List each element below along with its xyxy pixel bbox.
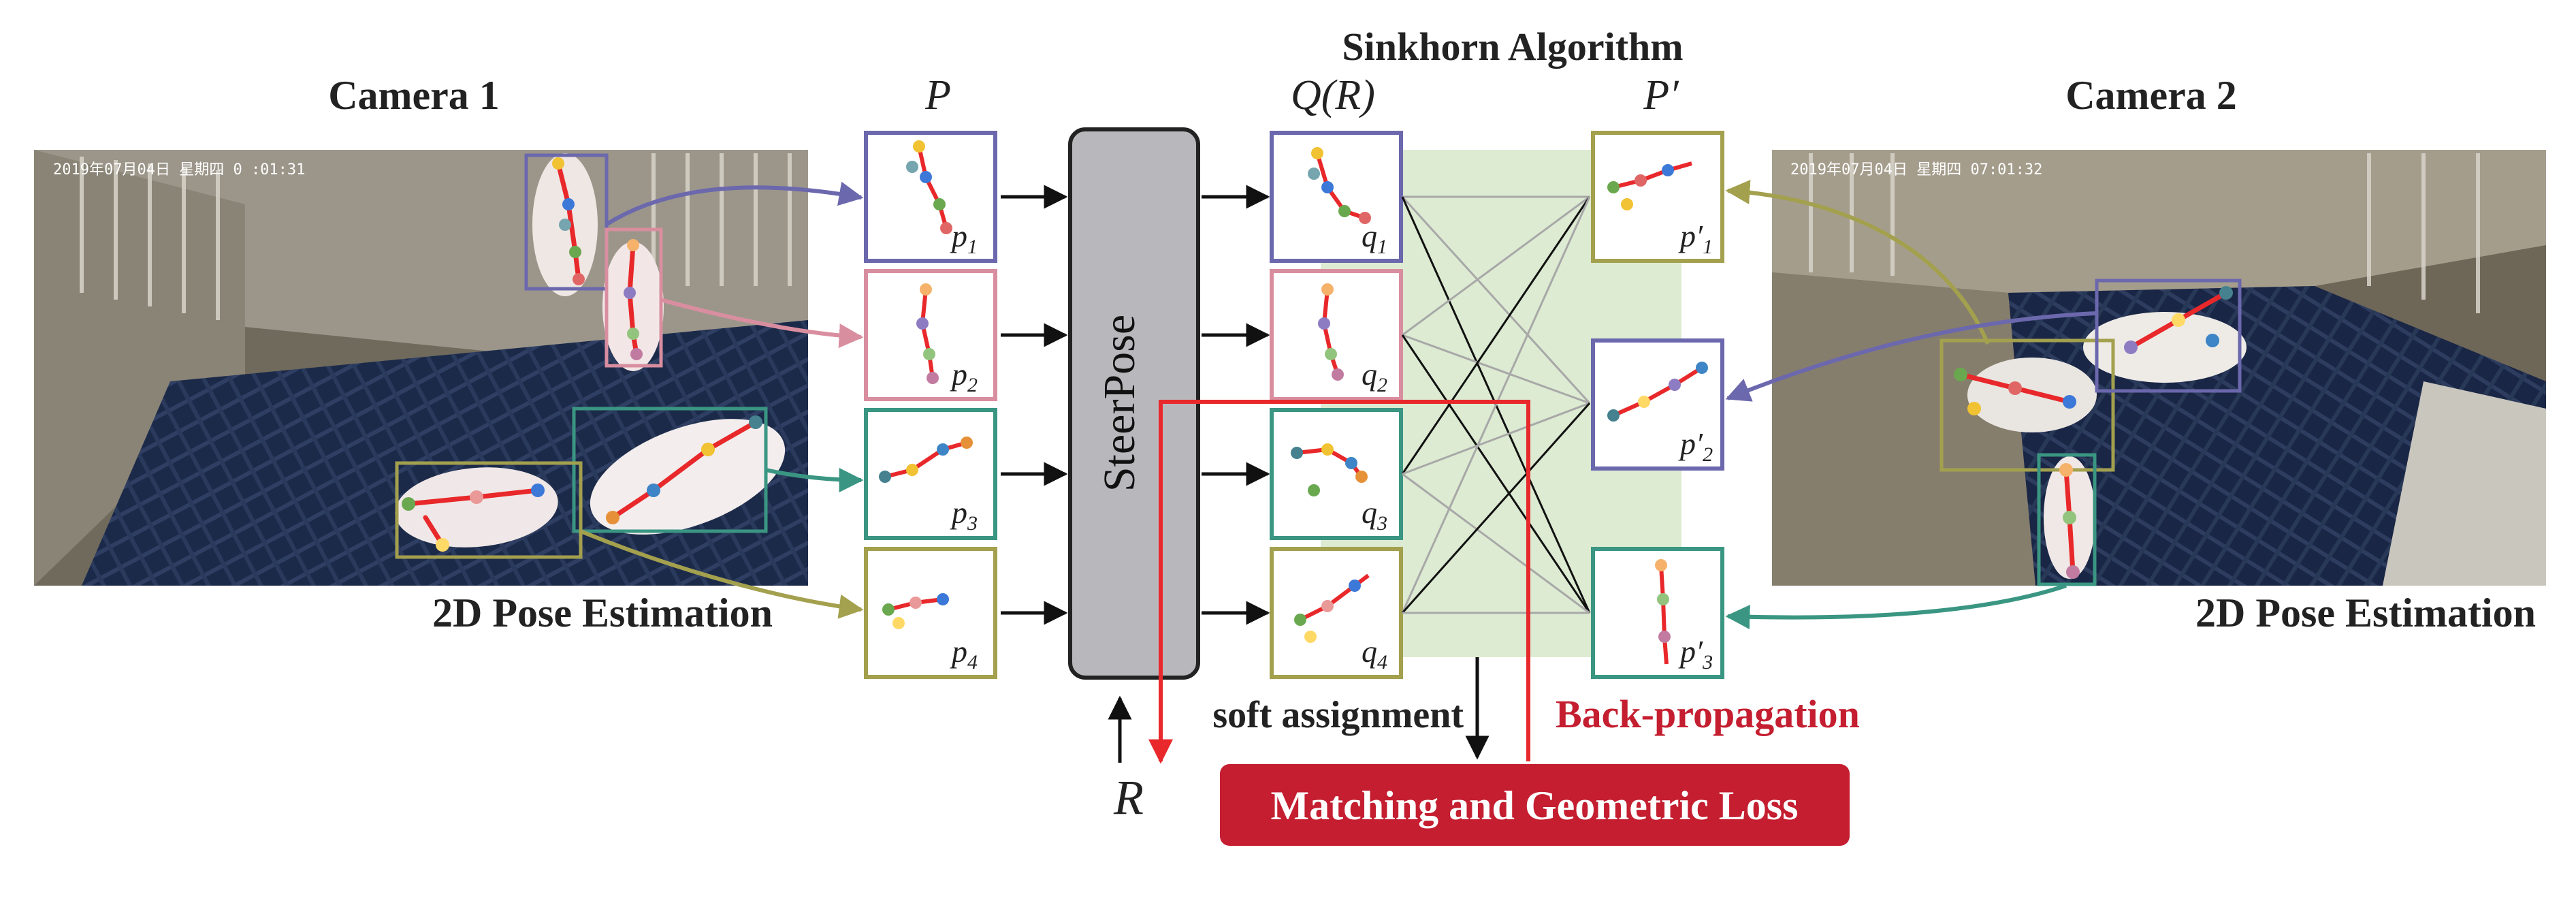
camera1-pose-caption: 2D Pose Estimation xyxy=(432,590,773,635)
pose-p4: p4 xyxy=(864,547,997,679)
backprop-path xyxy=(1148,400,1530,764)
pose-q4: q4 xyxy=(1270,547,1403,679)
sinkhorn-title: Sinkhorn Algorithm xyxy=(1342,25,1683,69)
pprime2-label: p′2 xyxy=(1678,426,1713,466)
pose-pprime3: p′3 xyxy=(1591,547,1724,679)
pose-q2: q2 xyxy=(1270,269,1403,401)
arrow-cam1-p2 xyxy=(660,298,864,349)
set-q-label: Q(R) xyxy=(1291,72,1375,118)
bbox-pig1-cam2 xyxy=(1939,338,2115,472)
arrow-cam1-p3 xyxy=(765,467,864,492)
q1-label: q1 xyxy=(1362,219,1387,258)
rotation-label: R xyxy=(1113,770,1144,825)
q2-label: q2 xyxy=(1362,357,1387,396)
bbox-pig4-cam1 xyxy=(395,461,583,559)
camera1-label: Camera 1 xyxy=(328,73,500,118)
arrow-cam1-p1 xyxy=(605,181,864,227)
arrow-cam2-pprime3 xyxy=(1725,584,2067,629)
steerpose-label: SteerPose xyxy=(1095,315,1144,492)
loss-block: Matching and Geometric Loss xyxy=(1220,764,1850,846)
q4-label: q4 xyxy=(1362,634,1387,674)
arrow-cam2-pprime1 xyxy=(1725,180,1990,345)
pose-q3: q3 xyxy=(1270,408,1403,540)
bbox-pig2-cam1 xyxy=(605,227,663,368)
pprime3-label: p′3 xyxy=(1678,634,1713,674)
backprop-label: Back-propagation xyxy=(1556,692,1860,736)
keypoints-cam2 xyxy=(1954,286,2233,579)
q3-label: q3 xyxy=(1362,495,1387,535)
camera2-pose-caption: 2D Pose Estimation xyxy=(2195,590,2536,635)
keypoints-cam1 xyxy=(402,157,762,552)
sinkhorn-connections xyxy=(1401,195,1591,614)
pose-p1: p1 xyxy=(864,131,997,263)
soft-assignment-label: soft assignment xyxy=(1212,694,1464,736)
bbox-pig2-cam2 xyxy=(2095,279,2242,393)
camera2-image: 2019年07月04日 星期四 07:01:32 xyxy=(1772,150,2546,586)
pose-pprime1: p′1 xyxy=(1591,131,1724,263)
p1-label: p1 xyxy=(950,219,978,258)
set-p-label: P xyxy=(924,72,951,118)
camera2-label: Camera 2 xyxy=(2065,73,2237,118)
camera1-image: 2019年07月04日 星期四 0 :01:31 xyxy=(34,150,808,586)
set-pprime-label: P′ xyxy=(1643,72,1679,118)
arrow-cam2-pprime2 xyxy=(1725,311,2097,402)
p4-label: p4 xyxy=(950,634,978,674)
camera2-timestamp: 2019年07月04日 星期四 07:01:32 xyxy=(1790,161,2042,178)
pose-p3: p3 xyxy=(864,408,997,540)
pose-q1: q1 xyxy=(1270,131,1403,263)
pprime1-label: p′1 xyxy=(1678,219,1713,258)
arrow-cam1-p4 xyxy=(579,529,864,619)
loss-label: Matching and Geometric Loss xyxy=(1271,783,1799,828)
bbox-pig3-cam2 xyxy=(2037,453,2097,586)
p2-label: p2 xyxy=(950,357,978,396)
pose-pprime2: p′2 xyxy=(1591,338,1724,471)
pose-p2: p2 xyxy=(864,269,997,401)
p3-label: p3 xyxy=(950,495,978,535)
camera1-timestamp: 2019年07月04日 星期四 0 :01:31 xyxy=(53,161,305,178)
